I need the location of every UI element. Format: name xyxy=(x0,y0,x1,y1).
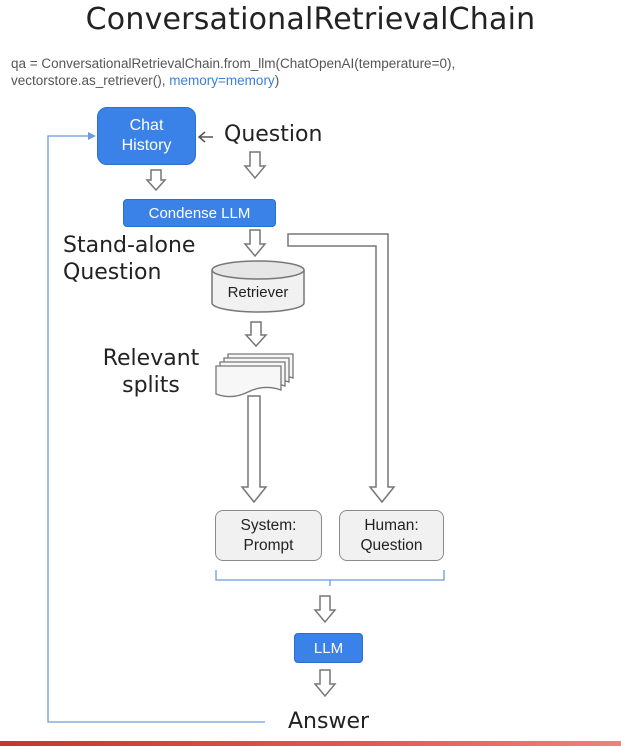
human-question-line2: Question xyxy=(360,536,423,554)
llm-label: LLM xyxy=(313,639,344,657)
condense-llm-box: Condense LLM xyxy=(123,199,276,227)
code-line-1: qa = ConversationalRetrievalChain.from_l… xyxy=(11,56,456,71)
arrow-splits-to-system-prompt xyxy=(240,395,268,504)
splits-stack-icon xyxy=(215,353,294,398)
condense-llm-label: Condense LLM xyxy=(148,204,251,222)
system-prompt-line2: Prompt xyxy=(243,536,294,554)
chat-history-label-line2: History xyxy=(121,137,172,154)
human-question-line1: Human: xyxy=(364,516,419,534)
code-memory-arg: memory=memory xyxy=(169,73,275,88)
relevant-splits-line2: splits xyxy=(122,373,180,398)
question-label: Question xyxy=(224,122,323,147)
standalone-line2: Question xyxy=(63,260,162,285)
chat-history-box: Chat History xyxy=(97,107,196,165)
arrow-question-to-history xyxy=(197,131,213,143)
arrow-condense-to-human-question xyxy=(287,233,396,504)
system-prompt-box: System: Prompt xyxy=(215,510,322,561)
arrow-prompts-to-llm xyxy=(314,595,336,623)
answer-label: Answer xyxy=(288,709,370,734)
feedback-loop-arrowhead xyxy=(88,132,96,140)
arrow-retriever-to-splits xyxy=(244,321,268,348)
standalone-line1: Stand-alone xyxy=(63,233,196,258)
chat-history-label-line1: Chat xyxy=(129,117,164,134)
arrow-history-to-condense xyxy=(145,169,167,192)
relevant-splits-label: Relevant splits xyxy=(96,345,206,399)
feedback-loop-line xyxy=(47,135,265,723)
prompt-bracket xyxy=(215,570,445,586)
system-prompt-line1: System: xyxy=(240,516,297,534)
arrow-question-to-condense xyxy=(244,151,266,179)
diagram-title: ConversationalRetrievalChain xyxy=(85,2,536,37)
code-line-2-prefix: vectorstore.as_retriever(), xyxy=(11,73,170,88)
llm-box: LLM xyxy=(294,633,363,663)
arrow-llm-to-answer xyxy=(314,669,336,697)
code-snippet: qa = ConversationalRetrievalChain.from_l… xyxy=(11,55,455,89)
code-line-2-suffix: ) xyxy=(274,73,280,88)
bottom-accent-bar xyxy=(0,741,621,746)
human-question-box: Human: Question xyxy=(339,510,444,561)
relevant-splits-line1: Relevant xyxy=(102,346,200,371)
arrow-condense-to-retriever xyxy=(244,229,266,257)
retriever-cylinder xyxy=(211,260,305,313)
standalone-question-label: Stand-alone Question xyxy=(63,232,195,286)
retriever-label: Retriever xyxy=(227,284,289,301)
